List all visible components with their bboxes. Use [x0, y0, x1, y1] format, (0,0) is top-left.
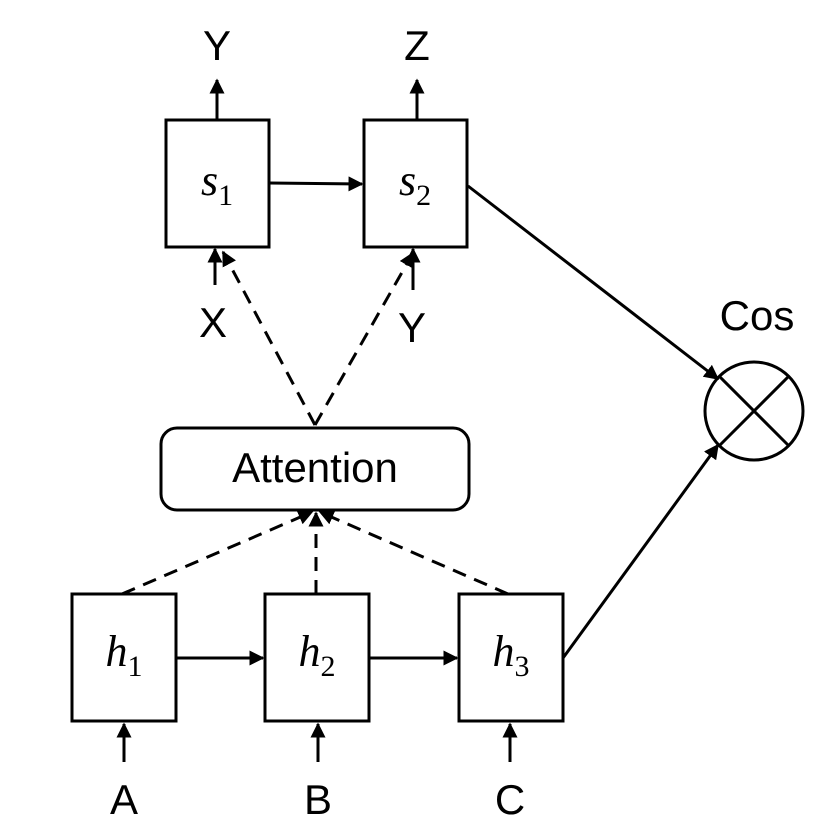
encoder-input-c: C	[495, 776, 525, 823]
decoder-state-s1-label: s1	[201, 156, 233, 212]
h3-to-attention-dashed-arrow	[318, 510, 509, 596]
decoder-output-y: Y	[203, 22, 231, 69]
decoder-input-x: X	[199, 299, 227, 346]
attention-box	[159, 426, 471, 512]
decoder-output-z: Z	[404, 22, 430, 69]
attention-to-s1-dashed-arrow	[221, 250, 317, 426]
attention-label: Attention	[232, 444, 398, 491]
encoder-state-h1-box	[70, 592, 178, 723]
decoder-state-s2-box	[362, 118, 469, 249]
decoder-input-y: Y	[398, 304, 426, 351]
attention-to-s2-dashed-arrow	[313, 251, 415, 426]
h3-to-cos-arrow	[561, 443, 720, 659]
encoder-state-h3-box	[457, 592, 565, 723]
encoder-input-b: B	[304, 776, 332, 823]
encoder-state-h1-label: h1	[106, 627, 143, 683]
decoder-state-s2-label: s2	[399, 156, 431, 212]
encoder-input-a: A	[110, 776, 138, 823]
cos-cross-line-2	[717, 374, 791, 448]
encoder-state-h3-label: h3	[493, 627, 530, 683]
s2-to-cos-arrow	[467, 184, 720, 381]
s1-to-s2-arrow	[268, 176, 364, 192]
cos-label: Cos	[720, 292, 795, 339]
h1-to-attention-dashed-arrow	[121, 510, 314, 596]
decoder-state-s1-box	[164, 118, 271, 249]
encoder-state-h2-label: h2	[299, 627, 336, 683]
